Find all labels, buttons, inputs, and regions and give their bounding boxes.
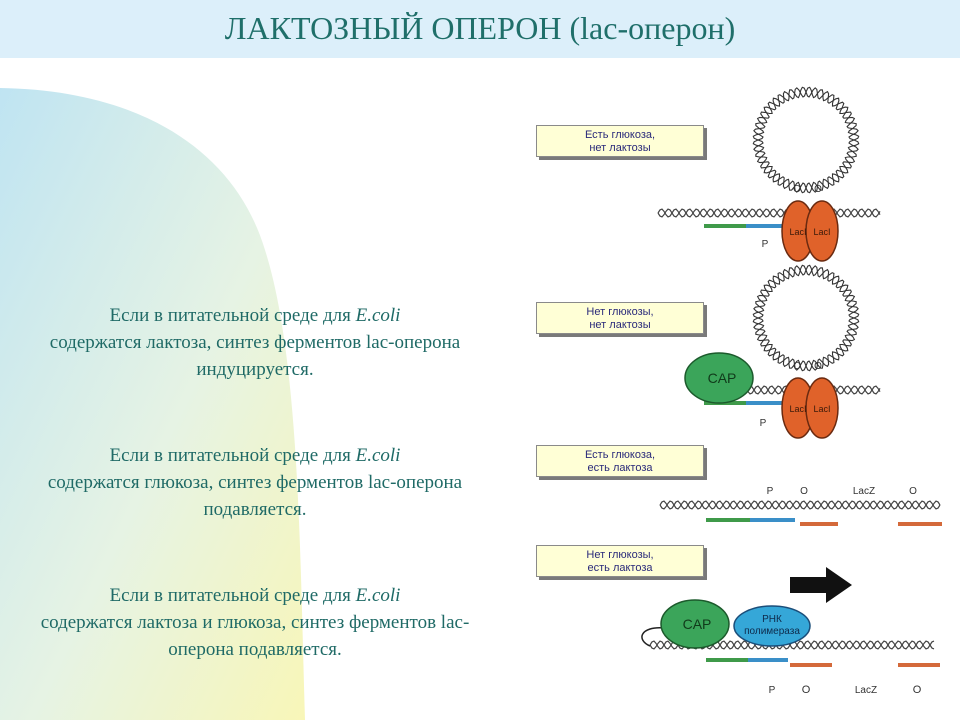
gene-label: LacZ [853, 486, 875, 497]
page-title: ЛАКТОЗНЫЙ ОПЕРОН (lac-оперон) [224, 10, 736, 46]
cap-protein [660, 599, 730, 649]
operator-label: O [800, 486, 808, 497]
condition-box-3: Есть глюкоза, есть лактоза [536, 445, 704, 477]
paragraph-2: Если в питательной среде для E.coli соде… [20, 442, 490, 523]
rna-polymerase [733, 605, 811, 647]
dna-strand [659, 500, 941, 510]
gene-bar [800, 522, 838, 526]
dna-strand [739, 385, 791, 395]
operator-bar [748, 658, 788, 662]
condition-box-4: Нет глюкозы, есть лактоза [536, 545, 704, 577]
condition-line: Есть глюкоза, [584, 449, 656, 461]
panel-2: CAP LacI LacI O O P [684, 352, 839, 439]
repressor-label: LacI [813, 404, 830, 414]
operator-label: O [814, 361, 822, 372]
repressor-label: LacI [813, 227, 830, 237]
dna-strand [829, 208, 881, 218]
dna-strand [657, 208, 791, 218]
paragraph-1: Если в питательной среде для E.coli соде… [20, 302, 490, 383]
organism-name: E.coli [355, 585, 401, 606]
operator-label: O [802, 684, 811, 696]
operator-label: O [913, 684, 922, 696]
paragraph-text: Если в питательной среде для [109, 585, 356, 606]
gene-bar [898, 522, 942, 526]
paragraph-text: содержатся лактоза и глюкоза, синтез фер… [40, 612, 470, 660]
condition-line: есть лактоза [587, 462, 653, 474]
gene-bar [790, 663, 832, 667]
organism-name: E.coli [355, 445, 401, 466]
panel-1: LacI LacI O O P [704, 184, 839, 262]
paragraph-3: Если в питательной среде для E.coli соде… [20, 582, 490, 663]
promoter-bar [706, 658, 748, 662]
promoter-label: P [762, 239, 769, 250]
transcription-arrow [790, 567, 852, 603]
repressor-label: LacI [789, 404, 806, 414]
operator-bar [746, 224, 786, 228]
paragraph-text: содержатся глюкоза, синтез ферментов lac… [47, 472, 463, 520]
operator-bar [746, 401, 786, 405]
cap-protein [684, 352, 754, 404]
polymerase-label: РНК [762, 614, 782, 625]
promoter-bar [704, 224, 746, 228]
repressor-label: LacI [789, 227, 806, 237]
promoter-bar [706, 518, 750, 522]
panel-4: CAP РНК полимераза P O LacZ O [641, 567, 940, 696]
operator-label: O [793, 184, 801, 195]
dna-strand [829, 385, 881, 395]
condition-line: Есть глюкоза, [584, 129, 656, 141]
operator-bar [750, 518, 795, 522]
condition-line: нет лактозы [589, 142, 651, 154]
paragraph-text: Если в питательной среде для [109, 445, 356, 466]
operator-label: O [793, 361, 801, 372]
paragraph-text: содержатся лактоза, синтез ферментов lac… [49, 332, 461, 380]
paragraph-text: Если в питательной среде для [109, 305, 356, 326]
operator-label: O [909, 486, 917, 497]
gene-label: LacZ [855, 685, 877, 696]
dna-strand [657, 208, 791, 218]
condition-box-1: Есть глюкоза, нет лактозы [536, 125, 704, 157]
cap-label: CAP [683, 616, 712, 632]
promoter-label: P [767, 486, 774, 497]
condition-line: нет лактозы [589, 319, 651, 331]
lacI-repressor [805, 200, 839, 262]
promoter-label: P [769, 685, 776, 696]
cap-label: CAP [708, 370, 737, 386]
condition-line: есть лактоза [587, 562, 653, 574]
panel-3: P O LacZ O [706, 486, 942, 526]
operator-label: O [814, 184, 822, 195]
dna-loop [752, 86, 860, 194]
promoter-label: P [760, 418, 767, 429]
title-bar: ЛАКТОЗНЫЙ ОПЕРОН (lac-оперон) [0, 0, 960, 58]
polymerase-label: полимераза [744, 626, 800, 637]
organism-name: E.coli [355, 305, 401, 326]
lacI-repressor [805, 377, 839, 439]
condition-line: Нет глюкозы, [586, 306, 654, 318]
condition-box-2: Нет глюкозы, нет лактозы [536, 302, 704, 334]
gene-bar [898, 663, 940, 667]
dna-loop [752, 264, 860, 372]
condition-line: Нет глюкозы, [586, 549, 654, 561]
